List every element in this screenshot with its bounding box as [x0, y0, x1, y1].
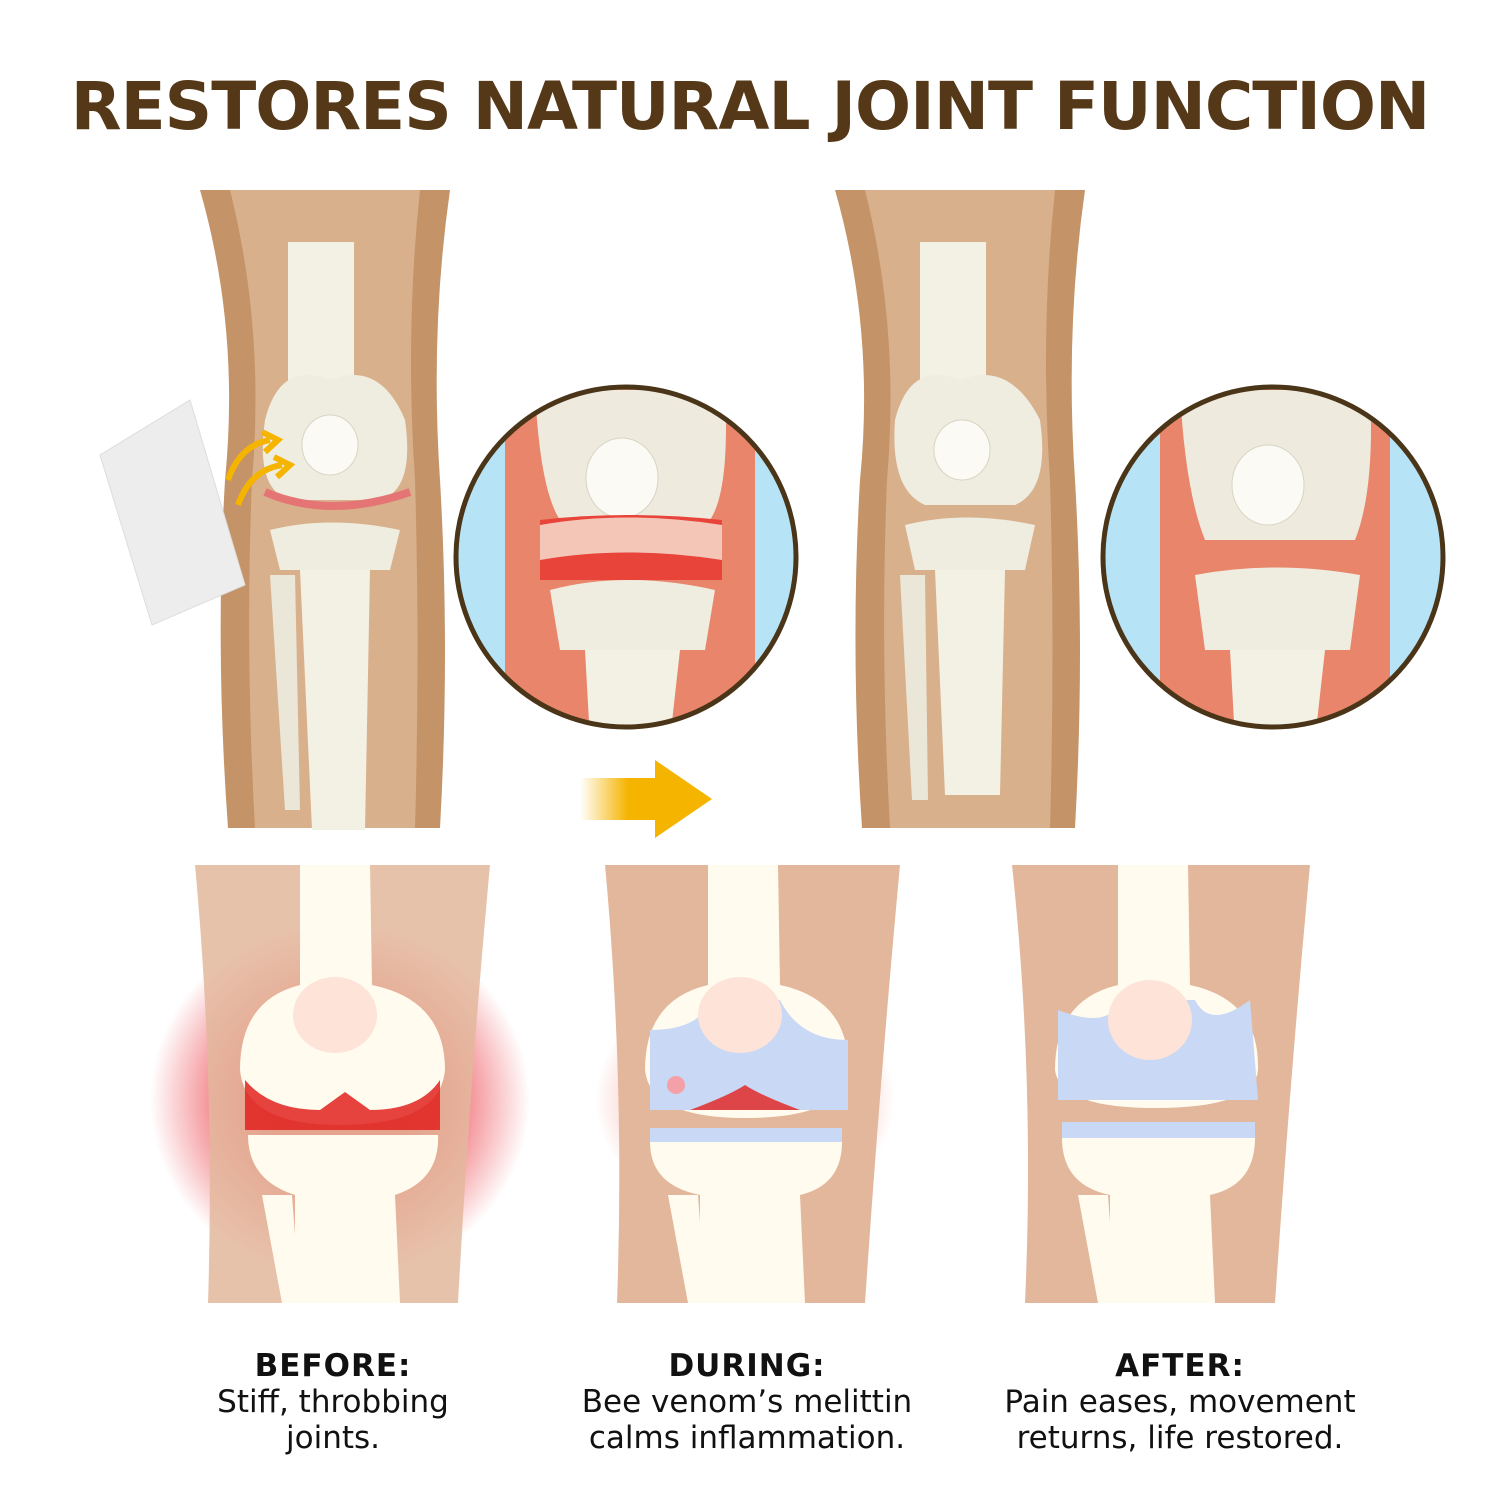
page-title: RESTORES NATURAL JOINT FUNCTION — [70, 68, 1430, 145]
caption-text: Pain eases, movement — [1004, 1384, 1356, 1420]
caption-heading: AFTER: — [1115, 1348, 1245, 1384]
heat-arrows-icon — [225, 429, 296, 507]
caption-text: Bee venom’s melittin — [581, 1384, 913, 1420]
closeup-healthy-joint — [1100, 384, 1446, 730]
caption-heading: DURING: — [668, 1348, 826, 1384]
patch-icon — [99, 399, 246, 626]
leg-after-illustration — [835, 190, 1085, 828]
caption-text: returns, life restored. — [1016, 1420, 1344, 1456]
caption-heading: BEFORE: — [254, 1348, 412, 1384]
diagram-before — [150, 865, 530, 1303]
caption-before: BEFORE: Stiff, throbbing joints. — [123, 1348, 543, 1456]
caption-text: joints. — [286, 1420, 380, 1456]
closeup-inflamed-joint — [453, 384, 799, 730]
progress-arrow-icon — [580, 760, 712, 838]
diagram-during — [595, 865, 900, 1303]
caption-text: Stiff, throbbing — [217, 1384, 449, 1420]
leg-before-illustration — [200, 190, 450, 830]
caption-after: AFTER: Pain eases, movement returns, lif… — [970, 1348, 1390, 1456]
diagram-after — [1012, 865, 1310, 1303]
caption-during: DURING: Bee venom’s melittin calms infla… — [537, 1348, 957, 1456]
caption-text: calms inflammation. — [588, 1420, 906, 1456]
